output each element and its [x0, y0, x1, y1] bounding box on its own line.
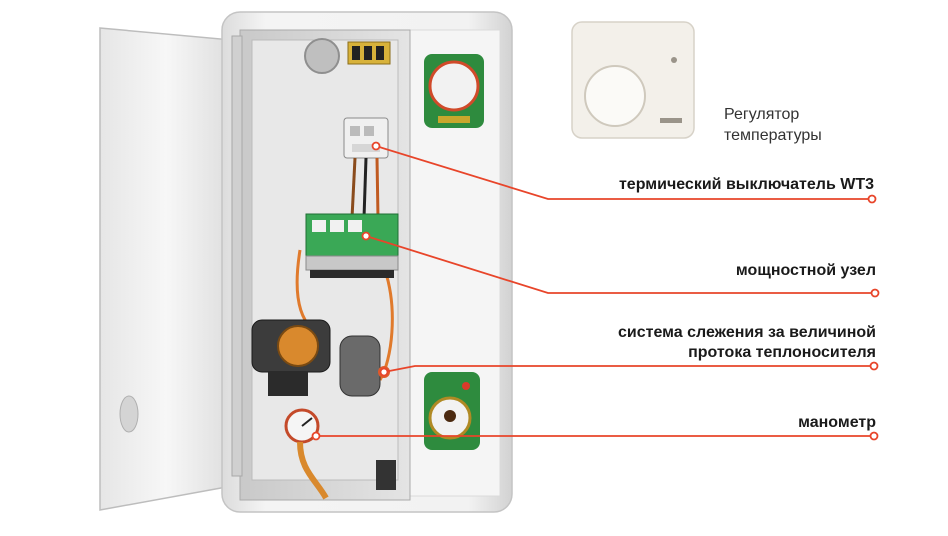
leader-lines [311, 141, 880, 441]
top-terminal-block [347, 41, 391, 65]
power-unit-board-icon [305, 213, 399, 278]
door-handle-icon [119, 395, 139, 433]
flow-monitor-label-line1: система слежения за величиной [618, 324, 876, 341]
thermostat-device-icon [571, 21, 695, 139]
thermal-switch-icon [343, 117, 389, 159]
thermostat-label-line1: Регулятор [724, 106, 800, 123]
leader-flow-monitor [383, 365, 874, 373]
leader-power-unit [365, 235, 875, 294]
power-unit-label: мощностной узел [735, 262, 876, 279]
pressure-gauge-icon [284, 408, 329, 500]
bottom-fitting-icon [376, 460, 396, 490]
pressure-dial-icon [424, 372, 480, 450]
top-outlet-icon [304, 38, 340, 74]
flow-monitor-label-line2: протока теплоносителя [688, 344, 876, 361]
leader-thermal-switch [375, 145, 872, 200]
circulation-pump-icon [251, 319, 331, 396]
temperature-dial-icon [424, 54, 484, 128]
pressure-gauge-label: манометр [798, 414, 876, 431]
thermostat-label-line2: температуры [724, 127, 822, 144]
thermal-switch-label: термический выключатель WT3 [618, 176, 874, 193]
boiler-door [99, 27, 233, 511]
